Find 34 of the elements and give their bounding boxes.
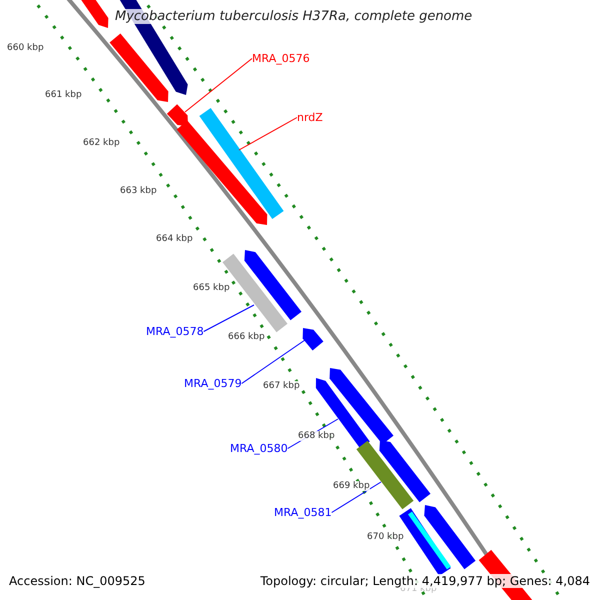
gene-bar — [199, 108, 284, 219]
scale-label: 670 kbp — [367, 532, 404, 542]
gene-label: MRA_0580 — [230, 442, 288, 455]
scale-label: 667 kbp — [263, 381, 300, 391]
leader-line — [238, 117, 298, 150]
gene-bar — [302, 328, 324, 350]
gene-bar — [80, 0, 108, 28]
scale-label: 662 kbp — [83, 138, 120, 148]
scale-label: 666 kbp — [228, 332, 265, 342]
gene-bar — [244, 250, 302, 320]
leader-line — [331, 482, 382, 513]
scale-label: 668 kbp — [298, 431, 335, 441]
gene-label: MRA_0581 — [274, 506, 332, 519]
leader-line — [203, 304, 254, 332]
map-title: Mycobacterium tuberculosis H37Ra, complete genome — [115, 9, 472, 24]
gene-label: MRA_0576 — [252, 52, 310, 65]
footer-text: Accession: NC_009525 — [9, 574, 146, 588]
gene-bar — [316, 378, 370, 448]
leader-line — [184, 58, 252, 112]
scale-label: 665 kbp — [193, 283, 230, 293]
leader-line — [241, 340, 306, 384]
scale-label: 661 kbp — [45, 90, 82, 100]
scale-label: 663 kbp — [120, 186, 157, 196]
gene-label: MRA_0578 — [146, 325, 204, 338]
gene-label: nrdZ — [297, 111, 323, 124]
gene-bar — [110, 34, 168, 102]
scale-label: 664 kbp — [156, 234, 193, 244]
gene-bar — [424, 505, 476, 570]
gene-bar — [166, 104, 188, 126]
gene-label: MRA_0579 — [184, 377, 242, 390]
scale-label: 669 kbp — [333, 481, 370, 491]
gene-bar — [176, 120, 268, 225]
gene-bar — [379, 440, 430, 502]
scale-label: 660 kbp — [7, 43, 44, 53]
